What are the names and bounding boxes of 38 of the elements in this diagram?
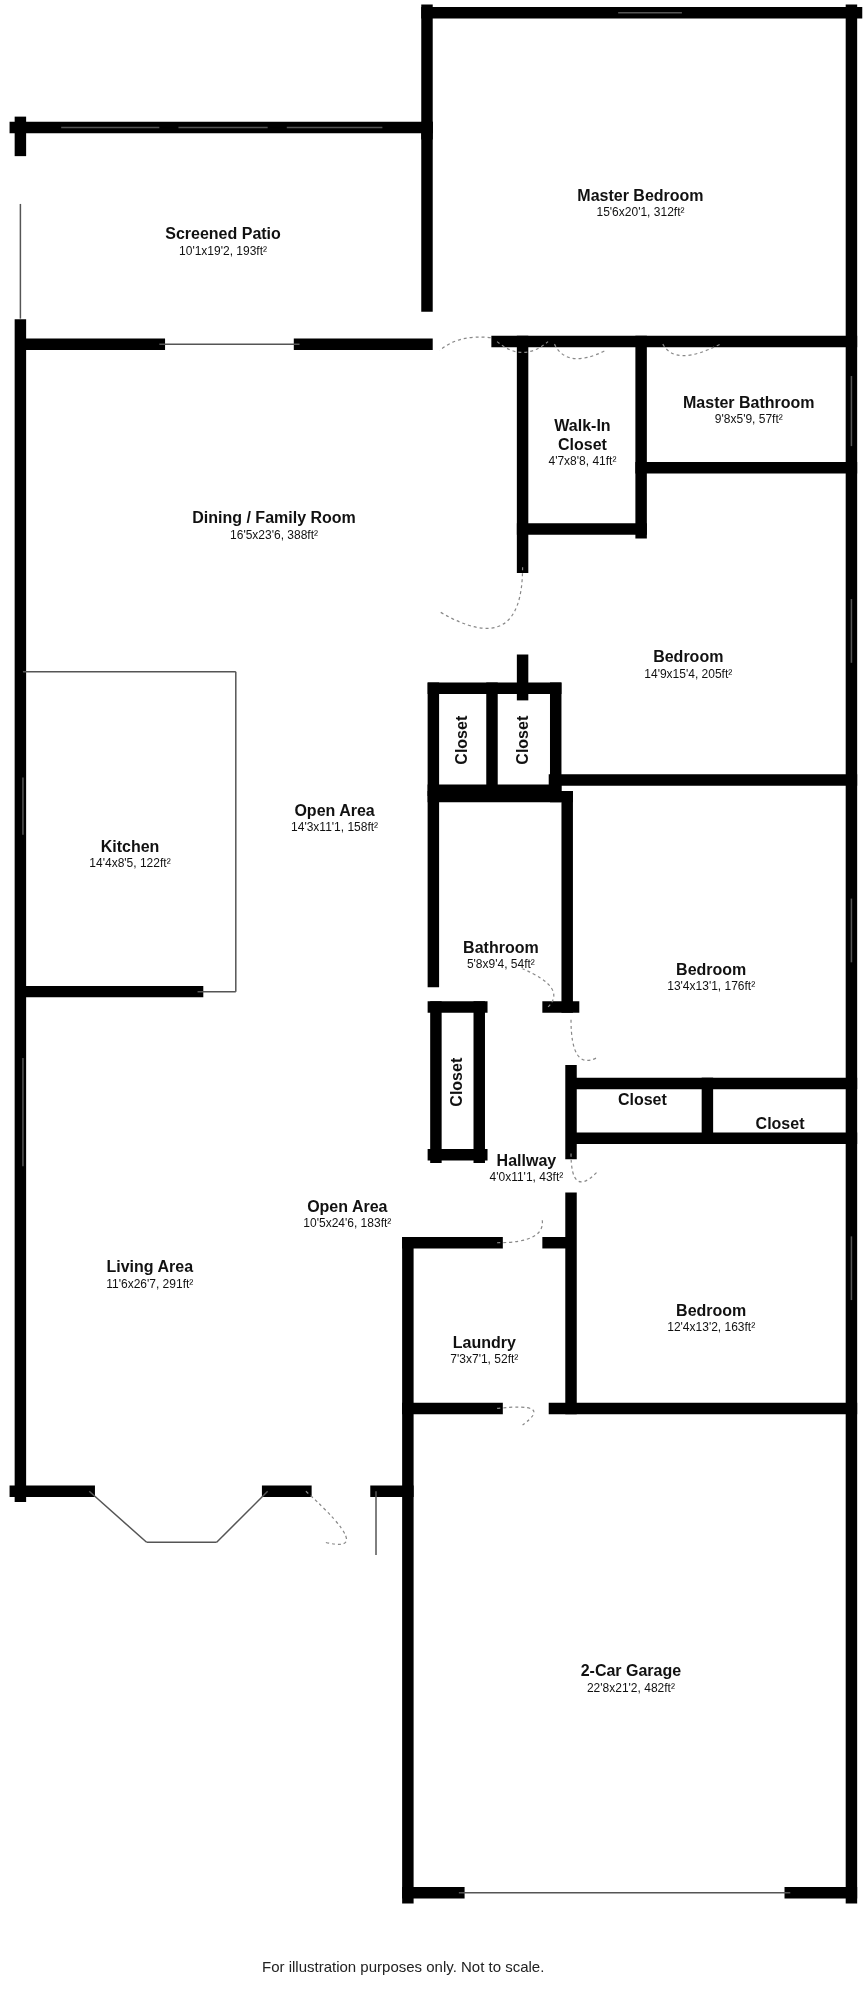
room-name: Master Bedroom: [577, 186, 704, 206]
disclaimer-note: For illustration purposes only. Not to scale.: [262, 1958, 545, 1975]
room-dimensions: 16'5x23'6, 388ft²: [230, 527, 318, 544]
room-name: 2-Car Garage: [580, 1662, 682, 1681]
room-dimensions: 22'8x21'2, 482ft²: [586, 1680, 675, 1697]
room-dimensions: 4'0x11'1, 43ft²: [489, 1170, 564, 1186]
room-name: Closet: [755, 1115, 805, 1134]
room-dimensions: 13'4x13'1, 176ft²: [667, 979, 756, 995]
room-dimensions: 14'3x11'1, 158ft²: [291, 820, 379, 836]
room-name: Walk-In Closet: [553, 417, 612, 455]
room-dimensions: 4'7x8'8, 41ft²: [548, 454, 617, 470]
room-dimensions: 12'4x13'2, 163ft²: [667, 1319, 756, 1336]
room-name: Closet: [617, 1090, 667, 1110]
room-name: Open Area: [307, 1197, 388, 1217]
room-dimensions: 7'3x7'1, 52ft²: [450, 1352, 519, 1369]
room-name: Closet: [453, 716, 472, 765]
room-name: Bathroom: [463, 938, 539, 958]
room-name: Living Area: [106, 1258, 194, 1277]
room-dimensions: 14'4x8'5, 122ft²: [89, 856, 171, 872]
room-name: Hallway: [496, 1151, 557, 1171]
room-name: Open Area: [294, 801, 375, 821]
room-name: Bedroom: [676, 960, 747, 979]
room-dimensions: 10'5x24'6, 183ft²: [303, 1216, 392, 1232]
room-name: Laundry: [452, 1334, 516, 1353]
room-name: Bedroom: [676, 1301, 747, 1320]
room-dimensions: 15'6x20'1, 312ft²: [596, 205, 685, 221]
room-name: Master Bathroom: [683, 394, 815, 413]
room-name: Dining / Family Room: [192, 509, 356, 528]
room-name: Bedroom: [653, 648, 724, 667]
room-dimensions: 9'8x5'9, 57ft²: [714, 412, 783, 429]
room-dimensions: 14'9x15'4, 205ft²: [644, 666, 733, 683]
room-dimensions: 10'1x19'2, 193ft²: [179, 243, 268, 260]
room-name: Closet: [514, 716, 533, 765]
room-name: Screened Patio: [165, 225, 281, 244]
room-name: Closet: [448, 1057, 467, 1107]
room-dimensions: 5'8x9'4, 54ft²: [466, 957, 535, 973]
room-dimensions: 11'6x26'7, 291ft²: [106, 1276, 194, 1293]
room-name: Kitchen: [100, 837, 160, 856]
